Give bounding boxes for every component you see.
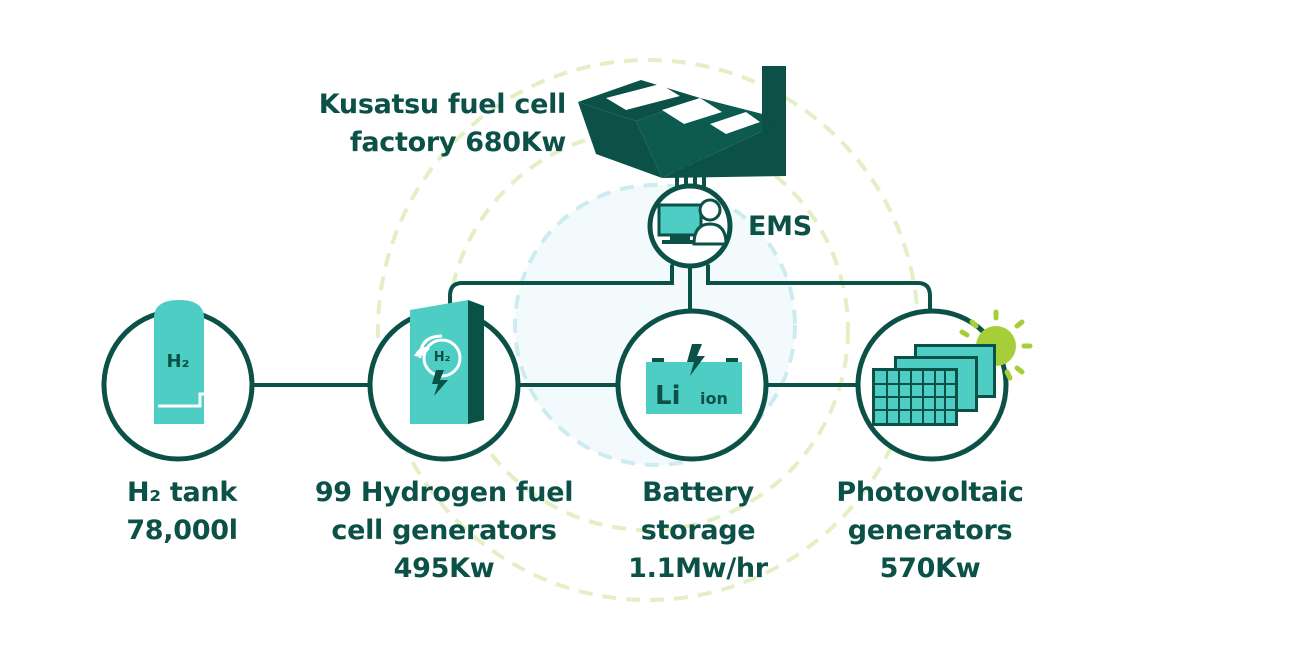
factory-label-line-2: factory 680Kw: [349, 127, 566, 158]
battery-icon-text: Li: [655, 381, 680, 411]
hydrogen-tank-node: H₂: [101, 300, 255, 462]
h2-tank-label: H₂ tank 78,000l: [74, 474, 290, 550]
photovoltaic-label: Photovoltaic generators 570Kw: [812, 474, 1048, 588]
battery-label-line-1: Battery: [642, 477, 754, 508]
fuel-cell-label-line-3: 495Kw: [393, 553, 495, 584]
fuel-cell-label-line-2: cell generators: [331, 515, 557, 546]
photovoltaic-label-line-1: Photovoltaic: [836, 477, 1024, 508]
factory-label: Kusatsu fuel cell factory 680Kw: [250, 86, 567, 162]
battery-icon-subtext: ion: [700, 389, 728, 408]
battery-node: Li ion: [615, 308, 769, 462]
tank-icon-text: H₂: [167, 351, 190, 372]
ems-label-text: EMS: [748, 211, 812, 242]
factory-icon: [578, 66, 786, 178]
fuel-cell-generator-icon: H₂: [410, 300, 484, 424]
factory-label-line-1: Kusatsu fuel cell: [318, 89, 567, 120]
ems-label: EMS: [748, 208, 838, 246]
ems-operator-icon: [647, 183, 733, 269]
fuel-cell-icon-text: H₂: [434, 350, 451, 365]
fuel-cell-label: 99 Hydrogen fuel cell generators 495Kw: [296, 474, 592, 588]
photovoltaic-label-line-3: 570Kw: [879, 553, 981, 584]
battery-label-line-3: 1.1Mw/hr: [628, 553, 768, 584]
fuel-cell-label-line-1: 99 Hydrogen fuel: [314, 477, 574, 508]
h2-tank-label-line-1: H₂ tank: [126, 477, 238, 508]
battery-label: Battery storage 1.1Mw/hr: [590, 474, 806, 588]
photovoltaic-label-line-2: generators: [847, 515, 1013, 546]
battery-icon: Li ion: [646, 344, 742, 414]
battery-label-line-2: storage: [640, 515, 756, 546]
photovoltaic-node: [855, 308, 1033, 462]
fuel-cell-node: H₂: [367, 300, 521, 462]
h2-tank-label-line-2: 78,000l: [126, 515, 238, 546]
hydrogen-tank-icon: H₂: [154, 300, 204, 424]
solar-panel-icon: [872, 344, 996, 426]
